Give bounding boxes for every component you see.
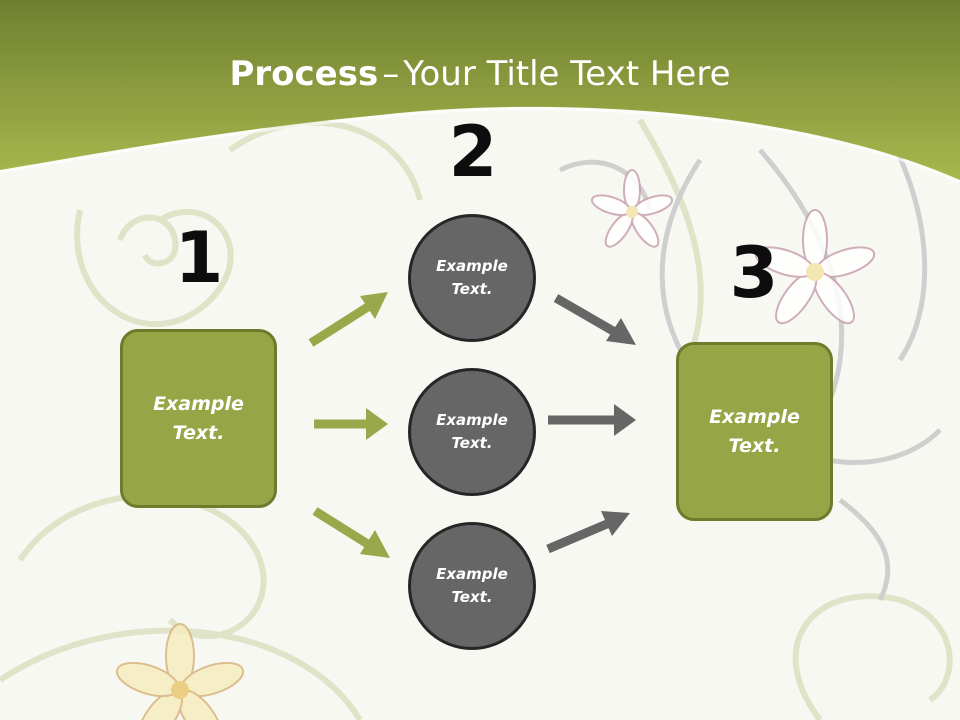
green-arrows: [308, 292, 390, 558]
header-highlight: [0, 107, 960, 184]
step-3-text: Example Text.: [709, 405, 800, 457]
title-separator: –: [382, 54, 400, 94]
flower-decoration: [115, 169, 876, 720]
header-band: [0, 0, 960, 180]
step-number-3: 3: [729, 232, 779, 314]
circle-2: Example Text.: [408, 368, 536, 496]
arrow-down-right-green: [312, 507, 390, 558]
gray-arrows: [546, 294, 636, 554]
step-number-2: 2: [448, 111, 498, 193]
title-rest: Your Title Text Here: [403, 54, 731, 94]
step-3-box: Example Text.: [676, 342, 833, 521]
slide-title: Process–Your Title Text Here: [0, 52, 960, 96]
arrow-down-right-gray: [553, 294, 636, 345]
circle-1-text: Example Text.: [436, 257, 508, 298]
step-1-text: Example Text.: [153, 392, 244, 444]
arrow-up-right-gray: [546, 511, 630, 554]
title-bold: Process: [229, 54, 379, 94]
arrow-right-gray: [548, 404, 636, 436]
step-number-1: 1: [174, 217, 224, 299]
arrow-right-green: [314, 408, 388, 440]
step-1-box: Example Text.: [120, 329, 277, 508]
circle-1: Example Text.: [408, 214, 536, 342]
arrow-up-right-green: [308, 292, 388, 347]
floral-swirl-decoration: [0, 118, 953, 720]
circle-3-text: Example Text.: [436, 565, 508, 606]
circle-2-text: Example Text.: [436, 411, 508, 452]
circle-3: Example Text.: [408, 522, 536, 650]
